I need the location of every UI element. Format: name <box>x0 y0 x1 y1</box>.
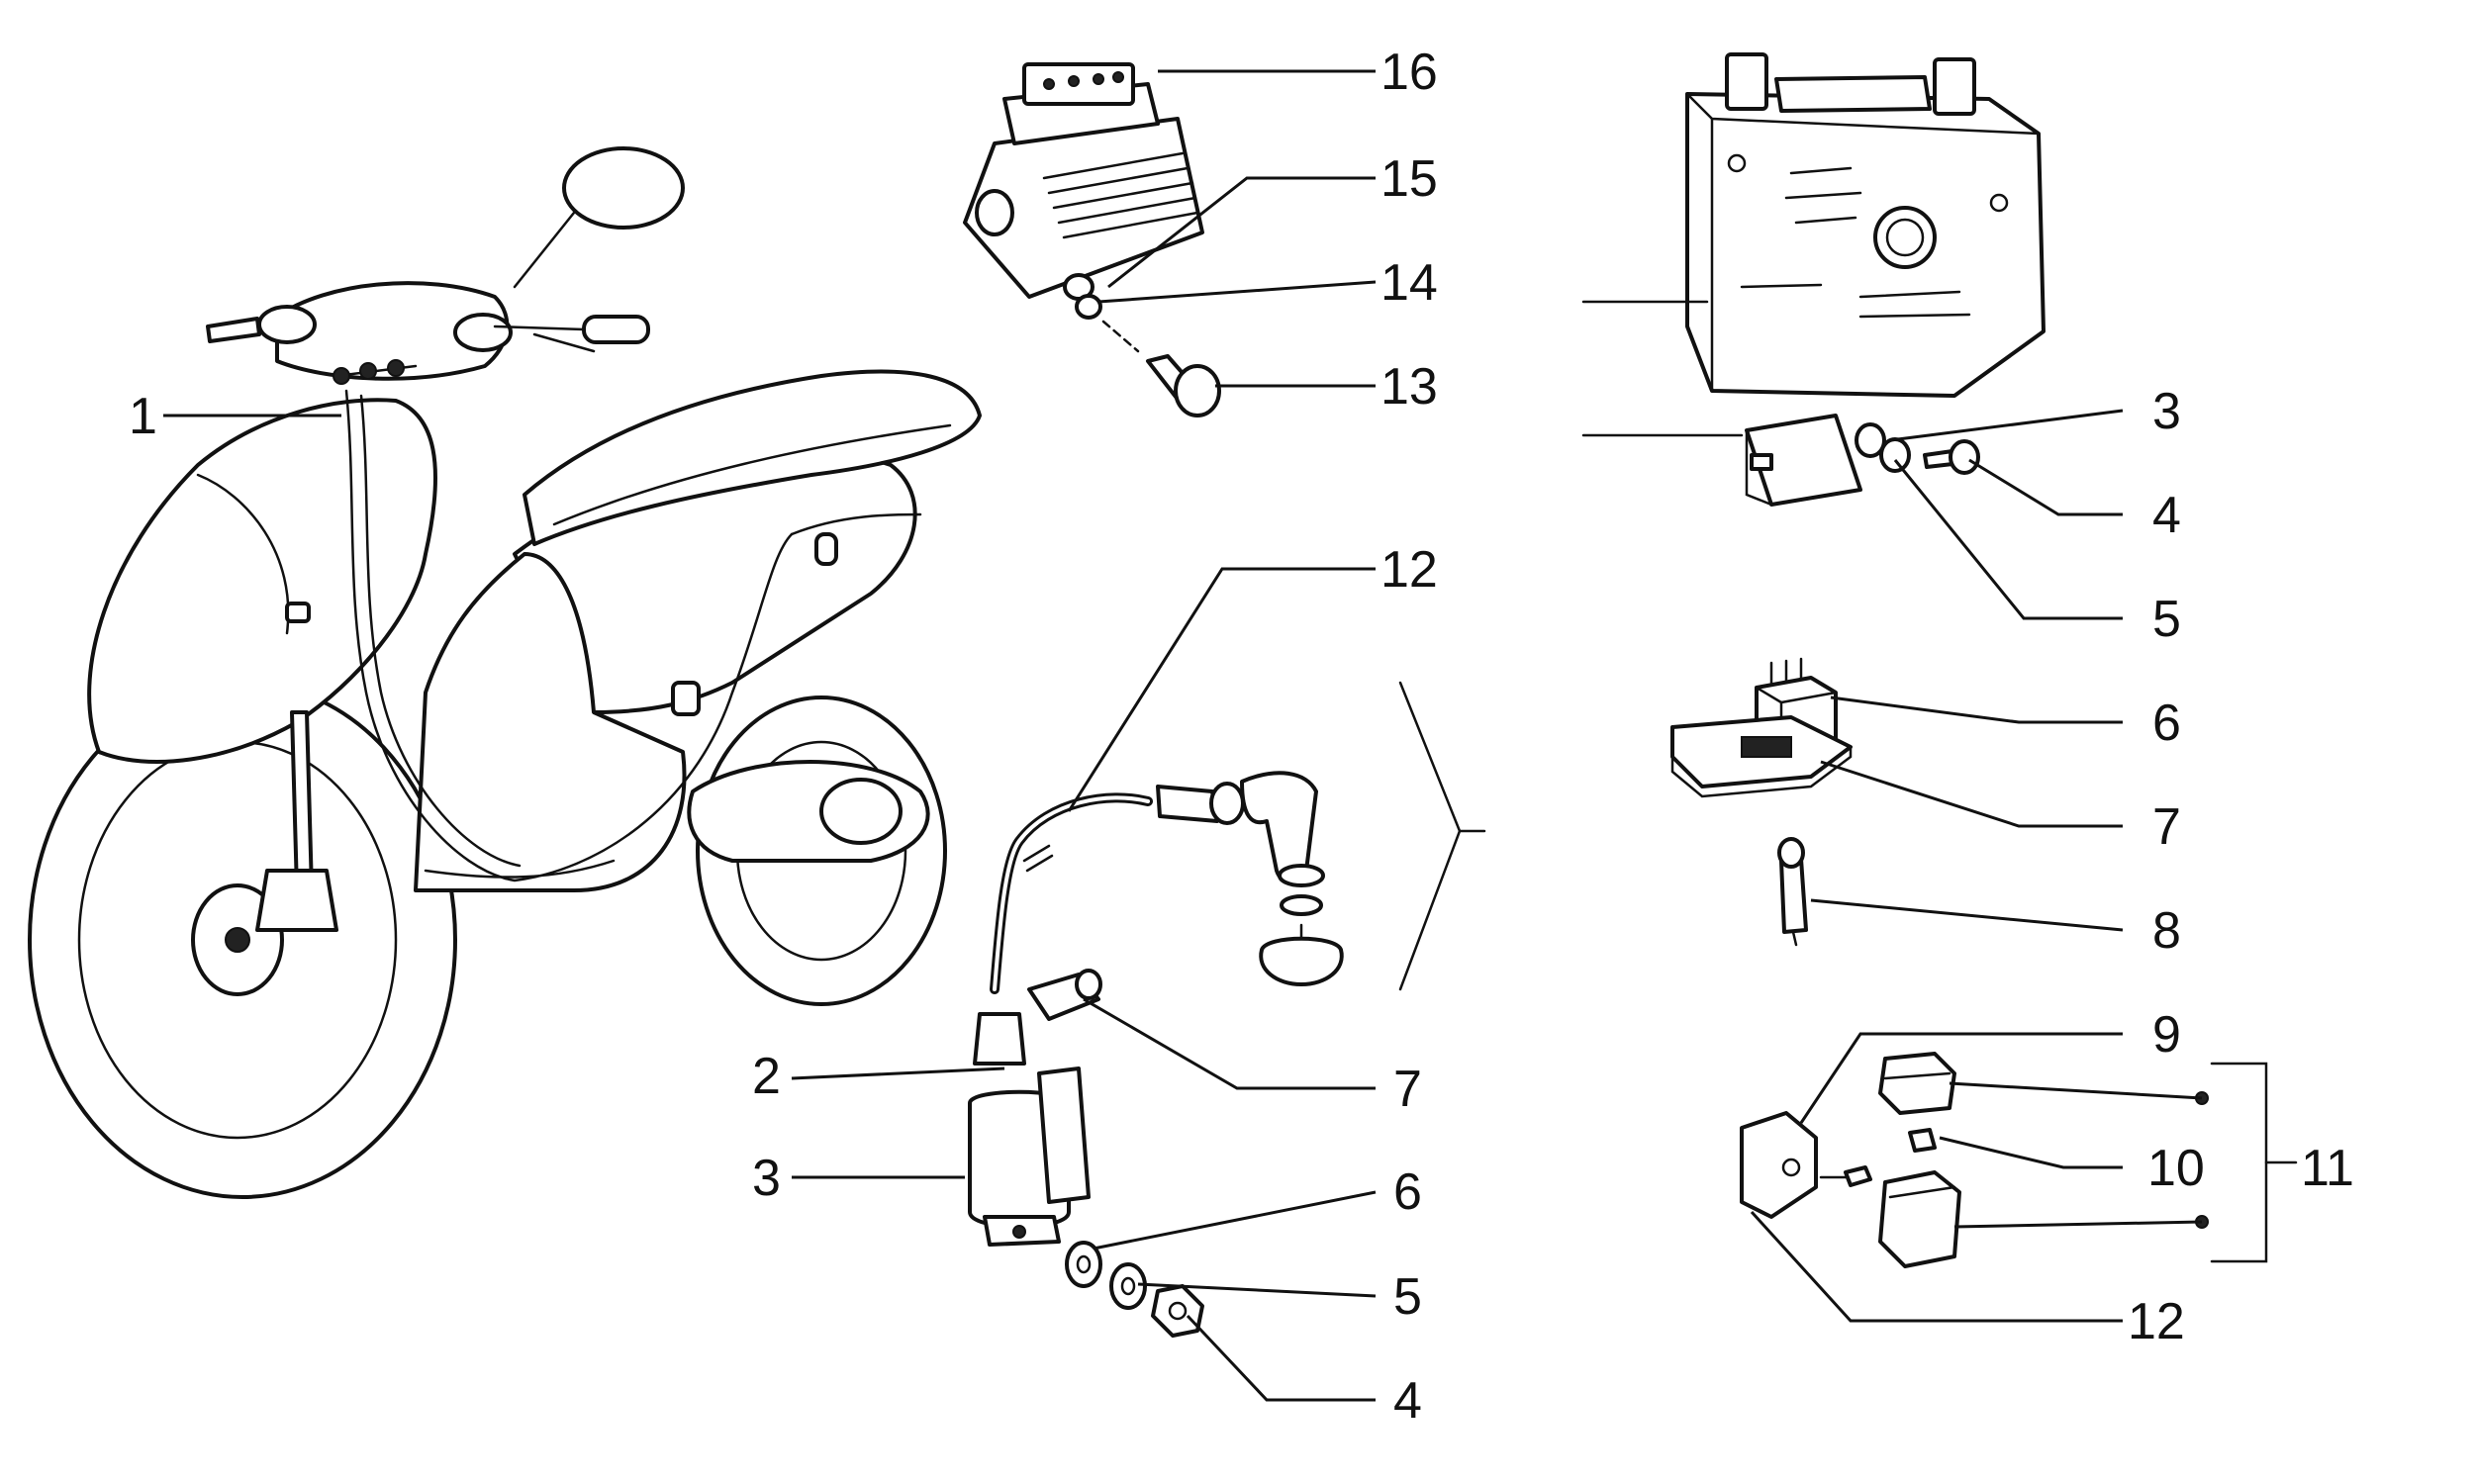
callout-12-cable: 12 <box>1380 541 1438 599</box>
callout-11-fusebox-assembly: 11 <box>2301 1140 2354 1197</box>
callout-14-nut: 14 <box>1380 254 1438 312</box>
callout-8-bulb: 8 <box>2152 902 2181 960</box>
callout-10-fusebox: 10 <box>2147 1140 2205 1197</box>
callout-5-relay-washer: 5 <box>2152 591 2181 648</box>
fusebox-group <box>1740 1052 2298 1268</box>
callout-6-washer: 6 <box>1393 1163 1422 1221</box>
callout-1: 1 <box>129 388 157 445</box>
leader-lines <box>163 69 2203 1402</box>
callout-9-bracket: 9 <box>2152 1006 2181 1064</box>
callout-3-coil: 3 <box>752 1150 781 1207</box>
callout-16-regulator: 16 <box>1380 44 1438 101</box>
callout-2: 2 <box>752 1048 781 1105</box>
battery-group <box>1581 52 2046 398</box>
relay-group <box>1581 414 1980 947</box>
callout-4-relay-screw: 4 <box>2152 487 2181 544</box>
voltage-regulator-group <box>963 62 1221 417</box>
callout-12-screw: 12 <box>2128 1293 2185 1350</box>
callout-13-screw: 13 <box>1380 358 1438 416</box>
ignition-coil-group <box>968 681 1486 1338</box>
callout-15-washer: 15 <box>1380 150 1438 208</box>
callout-7-relay-base: 7 <box>2152 798 2181 856</box>
callout-7-fuse: 7 <box>1393 1061 1422 1118</box>
callout-labels: 1 2 3 7 6 5 4 12 16 15 14 13 3 4 5 6 7 8… <box>129 44 2354 1430</box>
callout-6-relay: 6 <box>2152 695 2181 752</box>
callout-4-nut: 4 <box>1393 1372 1422 1430</box>
scooter-drawing <box>28 146 982 1199</box>
callout-3-relay-washer: 3 <box>2152 383 2181 440</box>
callout-5-washer: 5 <box>1393 1268 1422 1326</box>
